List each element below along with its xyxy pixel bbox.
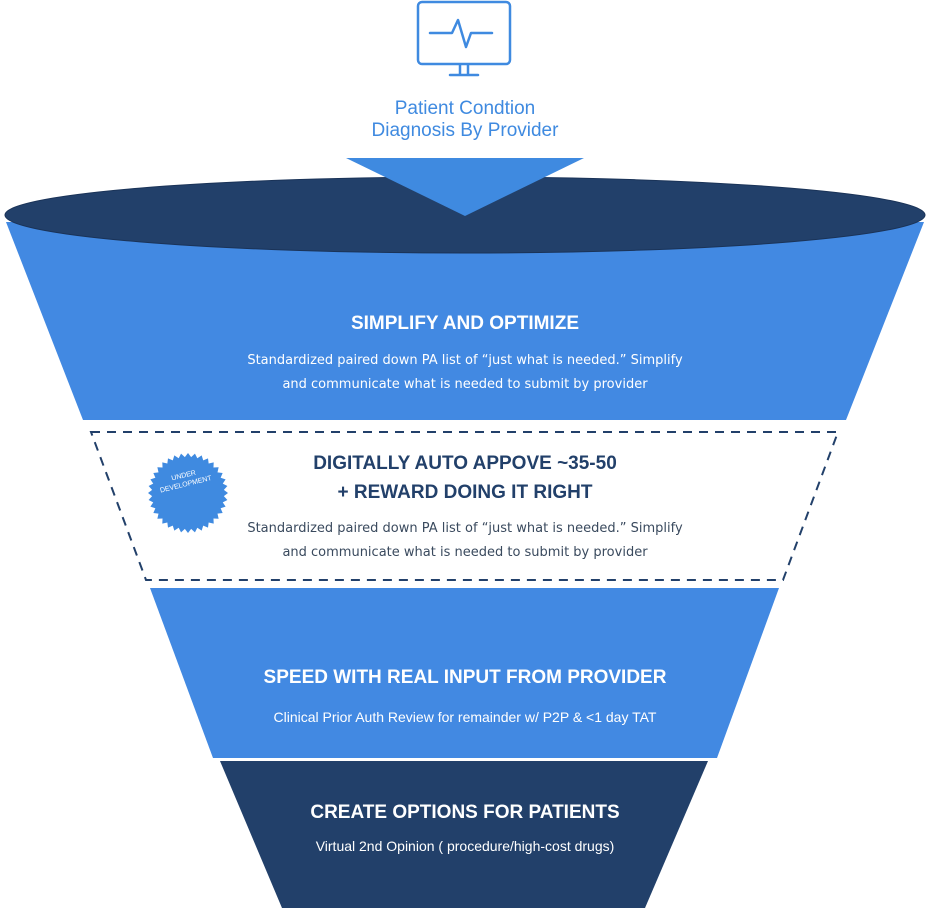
stage-2-title-line-1: DIGITALLY AUTO APPOVE ~35-50 [313, 453, 617, 474]
under-development-badge [148, 453, 228, 533]
stage-4-description: Virtual 2nd Opinion ( procedure/high-cos… [315, 838, 615, 854]
stage-3-description: Clinical Prior Auth Review for remainder… [273, 709, 657, 725]
stage-1-description-line-1: Standardized paired down PA list of “jus… [247, 353, 683, 368]
stage-2-description-line-2: and communicate what is needed to submit… [282, 545, 648, 560]
stage-1-title: SIMPLIFY AND OPTIMIZE [350, 313, 579, 334]
header-line-2: Diagnosis By Provider [371, 120, 559, 141]
down-arrow [346, 158, 584, 216]
stage-1-description-line-2: and communicate what is needed to submit… [282, 377, 648, 392]
stage-3-title: SPEED WITH REAL INPUT FROM PROVIDER [263, 667, 667, 688]
stage-2-description-line-1: Standardized paired down PA list of “jus… [247, 521, 683, 536]
stage-2-dashed-band [89, 431, 840, 581]
stage-4-band [220, 761, 708, 908]
monitor-heartbeat-icon [416, 0, 512, 77]
stage-3-band [150, 588, 779, 758]
stage-4-title: CREATE OPTIONS FOR PATIENTS [310, 802, 620, 823]
stage-1-band [6, 222, 924, 420]
header-line-1: Patient Condtion [394, 98, 536, 119]
stage-2-title-line-2: + REWARD DOING IT RIGHT [337, 482, 593, 503]
